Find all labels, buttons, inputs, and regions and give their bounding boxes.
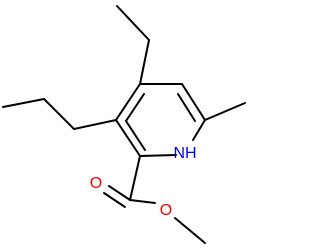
bond-ethyl-1 [139, 39, 150, 85]
bond-methyl [204, 102, 246, 121]
bond-propyl-2 [43, 98, 75, 130]
bond-n1-c1 [139, 154, 177, 157]
bond-c4-c5 [181, 83, 206, 121]
bond-propyl-3 [2, 98, 45, 108]
bond-carbonyl-ester-o [129, 199, 156, 204]
bond-ester-o-methyl [174, 217, 206, 244]
bond-propyl-1 [73, 119, 117, 130]
bond-carbonyl-o-double-1 [108, 185, 131, 201]
bond-c1-c2 [115, 119, 141, 157]
molecule-structure: NH O O [2, 5, 246, 244]
bond-c2-c3 [115, 83, 141, 121]
bond-c4-c5-inner [177, 93, 196, 122]
ester-oxygen-label: O [160, 202, 172, 219]
bond-c2-c3-inner [125, 93, 145, 122]
bond-c1-carbonyl [129, 155, 141, 201]
bond-carbonyl-o-double-2 [103, 192, 126, 208]
bond-c5-n1 [192, 119, 206, 141]
carbonyl-oxygen-label: O [90, 175, 102, 192]
bond-c1-c2-inner [125, 120, 146, 151]
structure-canvas: NH O O [2, 5, 246, 244]
bond-ethyl-2 [116, 5, 150, 41]
nh-label: NH [173, 145, 196, 162]
